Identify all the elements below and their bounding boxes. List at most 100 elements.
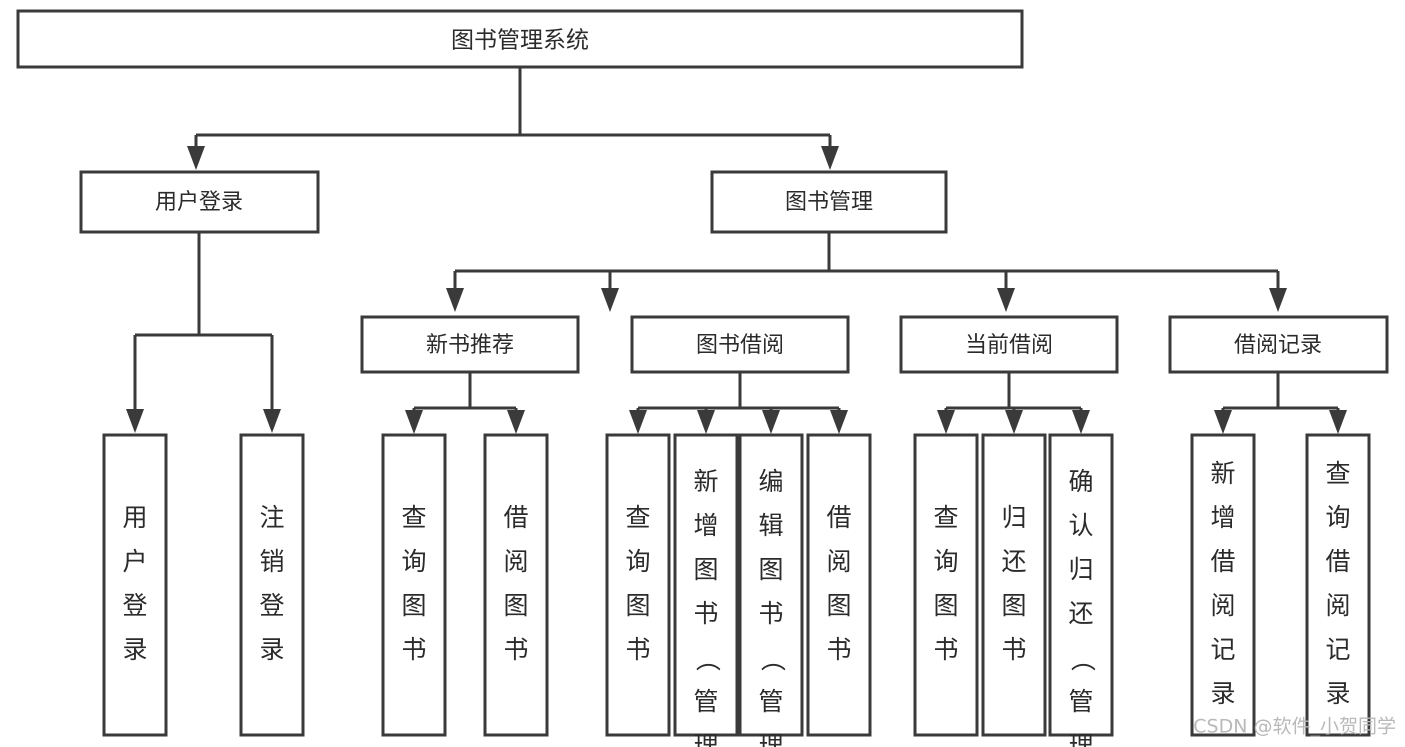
leaf-node-layer: 用户登录注销登录查询图书借阅图书查询图书新增图书（管理员）编辑图书（管理员）借阅… [102, 433, 1371, 747]
node-borrow-record[interactable]: 借阅记录 [1168, 315, 1389, 374]
node-root-book-management-system[interactable]: 图书管理系统 [16, 9, 1024, 69]
svg-text:录: 录 [259, 635, 284, 664]
leaf-return-book-box [981, 433, 1047, 737]
svg-text:图: 图 [1001, 591, 1026, 620]
svg-text:借: 借 [1210, 547, 1235, 576]
leaf-query-book-a-box [381, 433, 447, 737]
leaf-borrow-book-a-box [483, 433, 549, 737]
svg-text:图: 图 [693, 555, 718, 584]
node-book-borrow[interactable]: 图书借阅 [630, 315, 850, 374]
leaf-borrow-book-b-box [806, 433, 872, 737]
svg-text:户: 户 [122, 547, 147, 576]
arrow-to-leaf-logout [263, 409, 281, 433]
svg-text:书: 书 [933, 635, 958, 664]
svg-text:书: 书 [503, 635, 528, 664]
svg-text:新: 新 [1210, 459, 1235, 488]
svg-text:书: 书 [693, 599, 718, 628]
svg-text:询: 询 [625, 547, 650, 576]
node-root-box [16, 9, 1024, 69]
node-user-login-label: 用户登录 [155, 190, 243, 215]
svg-text:阅: 阅 [503, 547, 528, 576]
svg-text:用: 用 [122, 503, 147, 532]
node-user-login-box [79, 170, 320, 234]
node-book-borrow-label: 图书借阅 [696, 333, 784, 358]
svg-text:录: 录 [122, 635, 147, 664]
connector-layer [126, 67, 1347, 434]
svg-text:还: 还 [1068, 599, 1093, 628]
arrow-to-user-login [187, 146, 205, 170]
svg-text:查: 查 [625, 503, 650, 532]
leaf-query-book-c-box [913, 433, 979, 737]
svg-text:图: 图 [758, 555, 783, 584]
node-book-management-box [710, 170, 948, 234]
svg-text:新: 新 [693, 467, 718, 496]
svg-text:阅: 阅 [826, 547, 851, 576]
svg-text:注: 注 [259, 503, 284, 532]
svg-text:图: 图 [503, 591, 528, 620]
svg-text:录: 录 [1325, 679, 1350, 708]
node-current-borrow-box [899, 315, 1119, 374]
node-current-borrow-label: 当前借阅 [965, 333, 1053, 358]
svg-text:查: 查 [401, 503, 426, 532]
arrow-to-book-borrow [601, 288, 619, 312]
svg-text:书: 书 [401, 635, 426, 664]
svg-text:（: （ [1068, 646, 1097, 671]
arrow-to-book-management [821, 146, 839, 170]
svg-text:阅: 阅 [1325, 591, 1350, 620]
svg-text:辑: 辑 [758, 511, 783, 540]
svg-text:登: 登 [259, 591, 284, 620]
svg-text:管: 管 [693, 687, 718, 716]
arrow-to-leaf-user-login [126, 409, 144, 433]
svg-text:书: 书 [625, 635, 650, 664]
leaf-query-record-box [1305, 433, 1371, 737]
arrow-to-current-borrow [997, 288, 1015, 312]
svg-text:理: 理 [758, 731, 783, 747]
svg-text:图: 图 [401, 591, 426, 620]
svg-text:确: 确 [1068, 467, 1093, 496]
arrow-to-leaf-borrow-book-a [507, 410, 525, 434]
svg-text:图: 图 [933, 591, 958, 620]
leaf-query-book-b-box [605, 433, 671, 737]
node-root-label: 图书管理系统 [451, 28, 589, 54]
arrow-to-leaf-query-book-b [629, 410, 647, 434]
svg-text:书: 书 [826, 635, 851, 664]
node-new-book-recommend[interactable]: 新书推荐 [360, 315, 580, 374]
arrow-to-leaf-query-book-a [405, 410, 423, 434]
svg-text:销: 销 [259, 547, 284, 576]
leaf-user-login-box [102, 433, 168, 737]
leaf-user-login-label: 用户登录 [122, 503, 147, 664]
svg-text:录: 录 [1210, 679, 1235, 708]
svg-text:登: 登 [122, 591, 147, 620]
svg-text:图: 图 [625, 591, 650, 620]
leaf-confirm-return-box [1048, 433, 1114, 737]
arrow-to-leaf-add-record [1214, 410, 1232, 434]
svg-text:（: （ [758, 646, 787, 671]
arrow-to-leaf-borrow-book-b [830, 410, 848, 434]
leaf-user-login[interactable]: 用户登录 [102, 433, 168, 737]
leaf-logout-box [239, 433, 305, 737]
node-user-login[interactable]: 用户登录 [79, 170, 320, 234]
node-new-book-recommend-label: 新书推荐 [426, 333, 514, 358]
node-current-borrow[interactable]: 当前借阅 [899, 315, 1119, 374]
node-book-management[interactable]: 图书管理 [710, 170, 948, 234]
node-book-management-label: 图书管理 [785, 190, 873, 215]
